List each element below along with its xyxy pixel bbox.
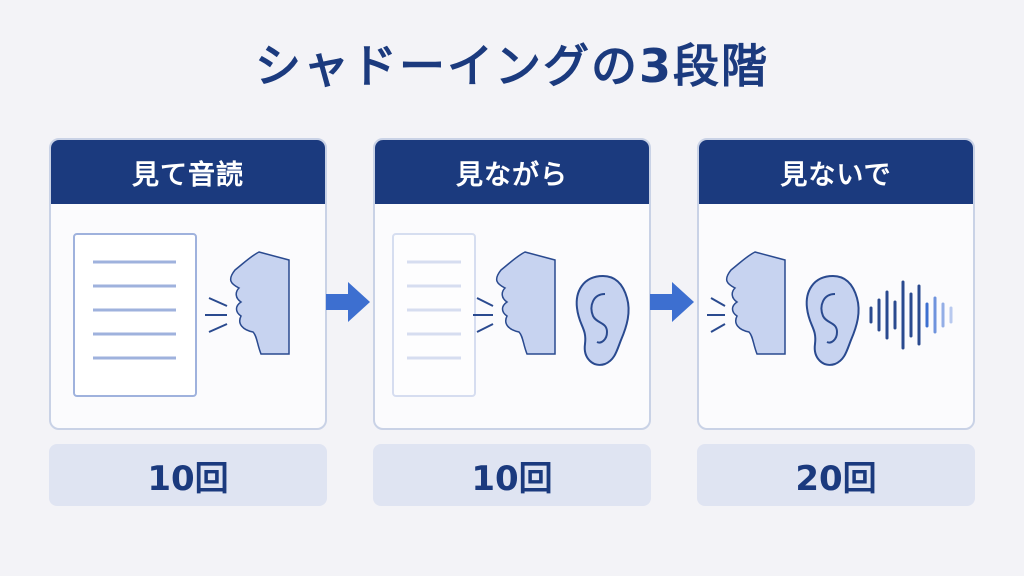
stage-2: 見ながら (373, 138, 651, 506)
stage-card: 見ながら (373, 138, 651, 430)
stage-1: 見て音読 (49, 138, 327, 506)
document-icon (73, 233, 197, 397)
stage-card: 見ないで (697, 138, 975, 430)
stage-3: 見ないで (697, 138, 975, 506)
arrow-right-icon (650, 282, 694, 322)
document-icon (392, 233, 476, 397)
stage-card: 見て音読 (49, 138, 327, 430)
stage-header: 見て音読 (51, 140, 325, 204)
repetition-count: 10回 (373, 444, 651, 506)
stage-illustration (699, 204, 973, 428)
sound-wave-icon (869, 280, 953, 350)
stage-illustration (375, 204, 649, 428)
stage-header: 見ながら (375, 140, 649, 204)
arrow-right-icon (326, 282, 370, 322)
ear-icon (805, 274, 860, 366)
repetition-count: 20回 (697, 444, 975, 506)
stage-illustration (51, 204, 325, 428)
speaking-face-icon (473, 251, 556, 355)
stage-header: 見ないで (699, 140, 973, 204)
ear-icon (575, 274, 630, 366)
repetition-count: 10回 (49, 444, 327, 506)
speaking-face-icon (205, 251, 290, 355)
page-title: シャドーイングの3段階 (254, 39, 769, 93)
speaking-face-icon (707, 251, 786, 355)
